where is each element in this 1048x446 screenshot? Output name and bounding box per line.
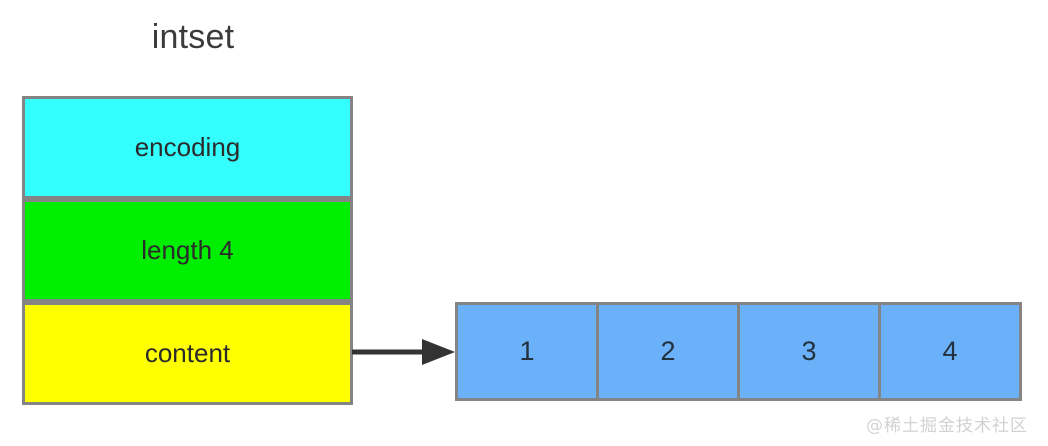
arrow-right-icon <box>352 339 455 365</box>
array-cell-value: 4 <box>942 336 958 366</box>
struct-field-content: content <box>22 302 353 405</box>
array-cell-value: 2 <box>660 336 676 366</box>
array-cell-value: 1 <box>519 336 535 366</box>
struct-field-encoding-label: encoding <box>134 132 241 162</box>
struct-field-content-label: content <box>144 338 231 368</box>
array-cell: 2 <box>596 302 740 401</box>
struct-field-encoding: encoding <box>22 96 353 199</box>
array-cell: 1 <box>455 302 599 401</box>
struct-field-length-label: length 4 <box>141 235 234 265</box>
content-array: 1 2 3 4 <box>455 302 1022 401</box>
struct-field-length: length 4 <box>22 199 353 302</box>
array-cell-value: 3 <box>801 336 817 366</box>
intset-struct-stack: encoding length 4 content <box>22 96 353 405</box>
array-cell: 4 <box>878 302 1022 401</box>
watermark: @稀土掘金技术社区 <box>866 416 1028 436</box>
array-cell: 3 <box>737 302 881 401</box>
diagram-title: intset <box>151 18 235 56</box>
